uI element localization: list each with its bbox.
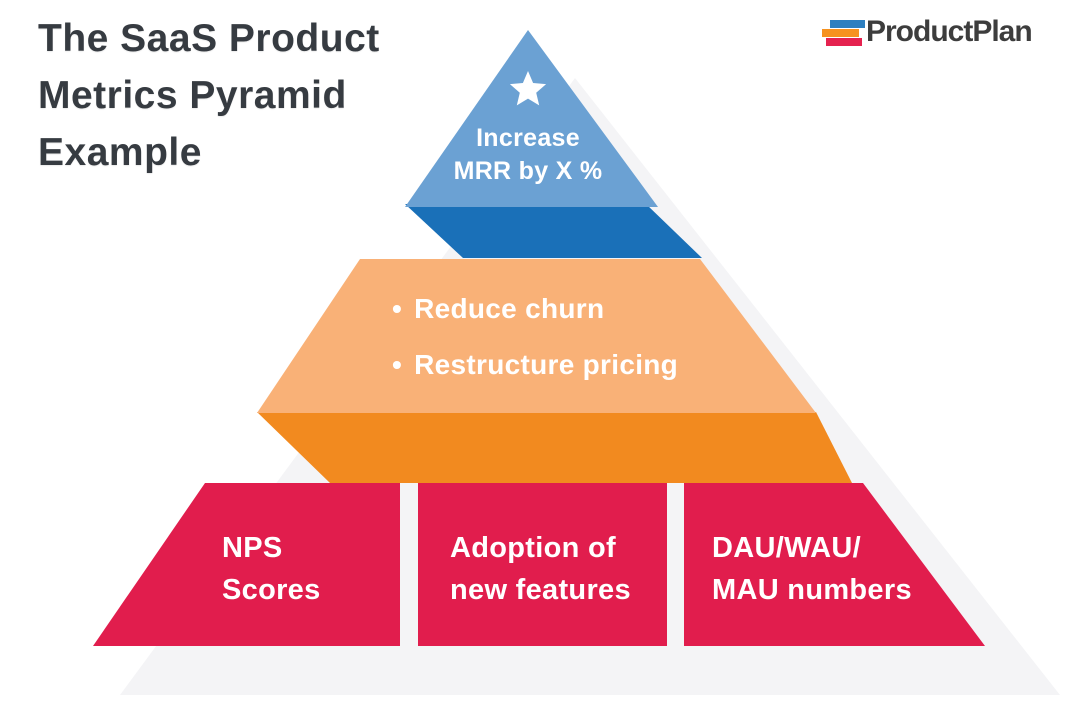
list-item: • Reduce churn <box>392 292 678 326</box>
tier2-item-label: Reduce churn <box>414 293 605 324</box>
bullet-icon: • <box>392 293 403 324</box>
logo-wordmark: ProductPlan <box>866 15 1033 48</box>
tier2-front-face <box>257 259 816 413</box>
logo-bar-orange-icon <box>822 29 859 37</box>
productplan-logo: ProductPlan <box>822 12 1052 56</box>
tier3-metric-nps: NPS Scores <box>222 532 321 606</box>
tier3-metric-dau: DAU/WAU/ MAU numbers <box>712 532 912 606</box>
tier1-goal-label: Increase MRR by X % <box>453 124 603 185</box>
tier2-item-label: Restructure pricing <box>414 349 679 380</box>
tier2-initiatives-list: • Reduce churn • Restructure pricing <box>392 292 678 404</box>
bullet-icon: • <box>392 349 403 380</box>
list-item: • Restructure pricing <box>392 348 678 382</box>
logo-bar-red-icon <box>826 38 862 46</box>
tier1-side-face <box>405 204 702 258</box>
star-icon <box>509 71 547 106</box>
tier3-metric-adoption: Adoption of new features <box>450 532 631 606</box>
logo-bar-blue-icon <box>830 20 865 28</box>
tier3-block-nps <box>93 483 400 646</box>
tier2-side-face <box>257 412 852 483</box>
tier3-block-dau <box>684 483 985 646</box>
page-title: The SaaS Product Metrics Pyramid Example <box>38 17 380 174</box>
tier1-front-face <box>405 30 658 207</box>
tier3-block-adoption <box>418 483 667 646</box>
